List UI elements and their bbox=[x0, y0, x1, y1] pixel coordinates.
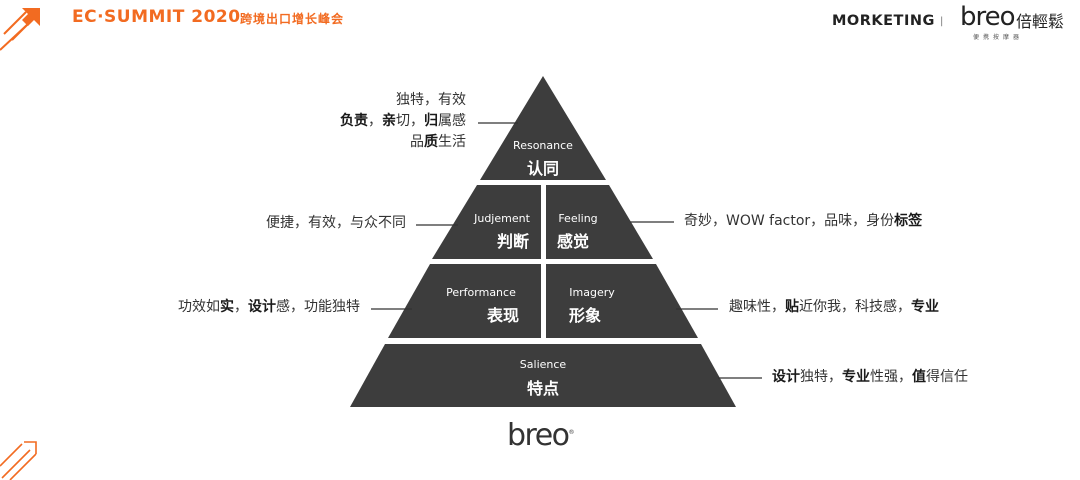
breo-footer-logo: breo® bbox=[507, 418, 575, 453]
annotation-text: ， bbox=[368, 113, 382, 129]
annotation-text: 质 bbox=[424, 134, 438, 150]
annotation-judgement: 便捷，有效，与众不同 bbox=[266, 213, 406, 234]
breo-logo-chinese: 倍輕鬆 bbox=[1016, 12, 1065, 31]
annotation-text: 生活 bbox=[438, 134, 466, 150]
annotation-text: 独特， bbox=[800, 369, 842, 385]
morketing-logo: MORKETING bbox=[832, 13, 935, 29]
annotation-text: 亲 bbox=[382, 113, 396, 129]
annotation-text: 值 bbox=[912, 369, 926, 385]
annotation-text: 得信任 bbox=[926, 369, 968, 385]
annotation-line: 设计独特，专业性强，值得信任 bbox=[772, 367, 968, 388]
annotation-text: 标签 bbox=[894, 213, 923, 229]
annotation-text: 切， bbox=[396, 113, 424, 129]
annotation-line: 负责，亲切，归属感 bbox=[340, 111, 466, 132]
annotation-text: 奇妙，WOW factor，品味，身份 bbox=[684, 213, 895, 229]
annotation-line: 便捷，有效，与众不同 bbox=[266, 213, 406, 234]
arrow-logo-icon bbox=[0, 8, 40, 51]
annotation-text: 独特，有效 bbox=[396, 92, 466, 108]
annotation-salience: 设计独特，专业性强，值得信任 bbox=[772, 367, 968, 388]
annotation-text: 实 bbox=[220, 299, 234, 315]
tier-salience bbox=[350, 344, 736, 407]
tier-feeling-cn: 感觉 bbox=[556, 232, 590, 251]
arrow-decor-icon bbox=[0, 441, 37, 480]
annotation-resonance: 独特，有效负责，亲切，归属感品质生活 bbox=[340, 90, 466, 153]
annotation-text: 设计 bbox=[772, 369, 800, 385]
breo-tagline: 便携按摩器 bbox=[973, 34, 1024, 41]
annotation-line: 独特，有效 bbox=[340, 90, 466, 111]
tier-resonance bbox=[480, 76, 606, 180]
annotation-text: 便捷，有效，与众不同 bbox=[266, 215, 406, 231]
tier-salience-en: Salience bbox=[519, 358, 567, 371]
annotation-line: 功效如实，设计感，功能独特 bbox=[178, 297, 360, 318]
annotation-text: 属感 bbox=[438, 113, 466, 129]
summit-subtitle: 跨境出口增长峰会 bbox=[240, 12, 345, 26]
tier-resonance-en: Resonance bbox=[513, 139, 573, 152]
annotation-imagery: 趣味性，贴近你我，科技感，专业 bbox=[729, 297, 939, 318]
annotation-line: 品质生活 bbox=[340, 132, 466, 153]
tier-salience-cn: 特点 bbox=[526, 379, 560, 398]
tier-performance-en: Performance bbox=[446, 286, 516, 299]
annotation-text: 性强， bbox=[870, 369, 912, 385]
annotation-text: 近你我，科技感， bbox=[799, 299, 911, 315]
tier-performance-cn: 表现 bbox=[486, 306, 520, 325]
annotation-text: 趣味性， bbox=[729, 299, 785, 315]
annotation-line: 趣味性，贴近你我，科技感，专业 bbox=[729, 297, 939, 318]
tier-imagery-cn: 形象 bbox=[568, 306, 602, 325]
annotation-performance: 功效如实，设计感，功能独特 bbox=[178, 297, 360, 318]
annotation-text: 归 bbox=[424, 113, 438, 129]
annotation-text: 负责 bbox=[340, 113, 368, 129]
tier-judgement-en: Judjement bbox=[474, 212, 530, 225]
brand-divider: | bbox=[940, 16, 944, 27]
tier-feeling-en: Feeling bbox=[558, 212, 598, 225]
tier-judgement-cn: 判断 bbox=[496, 232, 530, 251]
annotation-line: 奇妙，WOW factor，品味，身份标签 bbox=[684, 211, 922, 232]
tier-feeling bbox=[546, 185, 653, 259]
tier-imagery-en: Imagery bbox=[569, 286, 615, 299]
annotation-text: 感，功能独特 bbox=[276, 299, 360, 315]
annotation-text: 专业 bbox=[842, 369, 870, 385]
tier-resonance-cn: 认同 bbox=[526, 159, 560, 178]
annotation-feeling: 奇妙，WOW factor，品味，身份标签 bbox=[684, 211, 922, 232]
summit-title: EC·SUMMIT 2020 bbox=[72, 7, 241, 27]
breo-logo: breo bbox=[960, 2, 1016, 32]
annotation-text: 设计 bbox=[248, 299, 276, 315]
annotation-text: 贴 bbox=[785, 299, 799, 315]
annotation-text: 专业 bbox=[911, 299, 939, 315]
tier-imagery bbox=[546, 264, 698, 338]
tier-judgement bbox=[432, 185, 541, 259]
annotation-text: ， bbox=[234, 299, 248, 315]
tier-performance bbox=[388, 264, 541, 338]
annotation-text: 品 bbox=[410, 134, 424, 150]
annotation-text: 功效如 bbox=[178, 299, 220, 315]
